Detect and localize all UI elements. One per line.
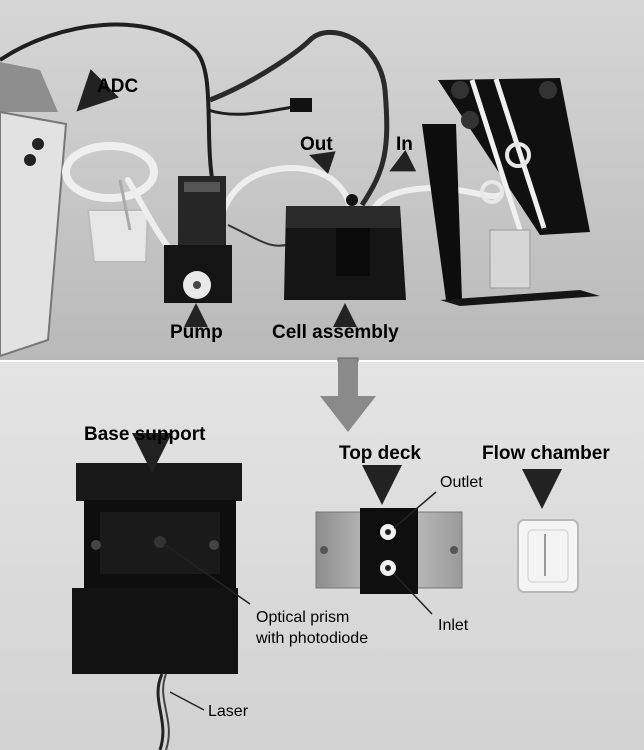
in-arrow <box>389 149 417 172</box>
label-laser: Laser <box>208 703 249 720</box>
pump-device <box>164 176 232 303</box>
top-photo <box>0 0 644 360</box>
label-optical-prism: Optical prism <box>256 609 350 626</box>
label-in: In <box>396 134 413 155</box>
label-flow-chamber: Flow chamber <box>482 443 610 464</box>
adc-arrow <box>76 69 119 112</box>
prism-leader <box>163 543 251 605</box>
label-outlet: Outlet <box>440 474 483 491</box>
label-base-support: Base support <box>84 424 206 445</box>
panel-arrow-front <box>320 362 376 432</box>
top-deck-device <box>315 508 463 594</box>
adc-device <box>0 62 68 358</box>
label-adc: ADC <box>97 76 139 97</box>
tube-rack <box>422 78 600 306</box>
cell-assembly-device <box>284 194 406 300</box>
out-arrow <box>309 151 336 175</box>
base-support-device <box>72 463 242 750</box>
bottom-photo <box>0 362 644 750</box>
label-out: Out <box>300 134 333 155</box>
laser-leader <box>169 691 205 711</box>
outlet-leader <box>393 491 437 529</box>
label-cell-assembly: Cell assembly <box>272 322 399 343</box>
label-with-photodiode: with photodiode <box>256 630 369 647</box>
beaker <box>62 142 158 263</box>
label-inlet: Inlet <box>438 617 469 634</box>
label-pump: Pump <box>170 322 223 343</box>
cables <box>0 22 390 247</box>
inlet-leader <box>393 573 433 615</box>
label-top-deck: Top deck <box>339 443 421 464</box>
flow-chamber-device <box>517 519 579 593</box>
